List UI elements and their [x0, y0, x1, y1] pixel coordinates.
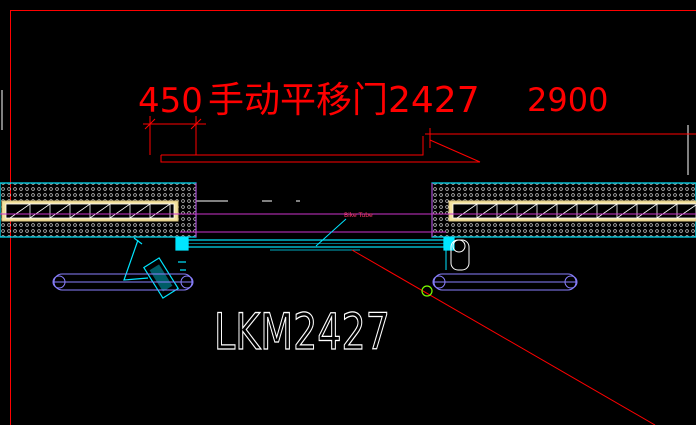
wall-right-zigzag: [456, 203, 696, 219]
dimension-450-text: 450: [138, 81, 203, 121]
right-door-roller: [445, 239, 470, 271]
overall-width-text: 2900: [527, 81, 608, 119]
bike-tube-leader: [315, 218, 347, 247]
snap-marker: [421, 285, 433, 297]
door-leaf: [175, 237, 455, 251]
wall-left: [0, 182, 197, 238]
left-door-handle: [123, 237, 186, 299]
guide-track-left: [52, 273, 194, 291]
leader-bracket: [160, 128, 696, 163]
dimension-450-marks: [143, 116, 206, 155]
wall-left-zigzag: [9, 203, 171, 219]
door-code-text: LKM2427: [214, 303, 390, 361]
guide-track-right: [432, 273, 578, 291]
diagonal-leader: [351, 249, 656, 425]
bike-tube-label: Bike Tube: [344, 212, 373, 219]
door-title-text: 手动平移门2427: [208, 80, 480, 121]
door-opening-lines: [0, 183, 696, 237]
wall-right: [431, 182, 696, 238]
